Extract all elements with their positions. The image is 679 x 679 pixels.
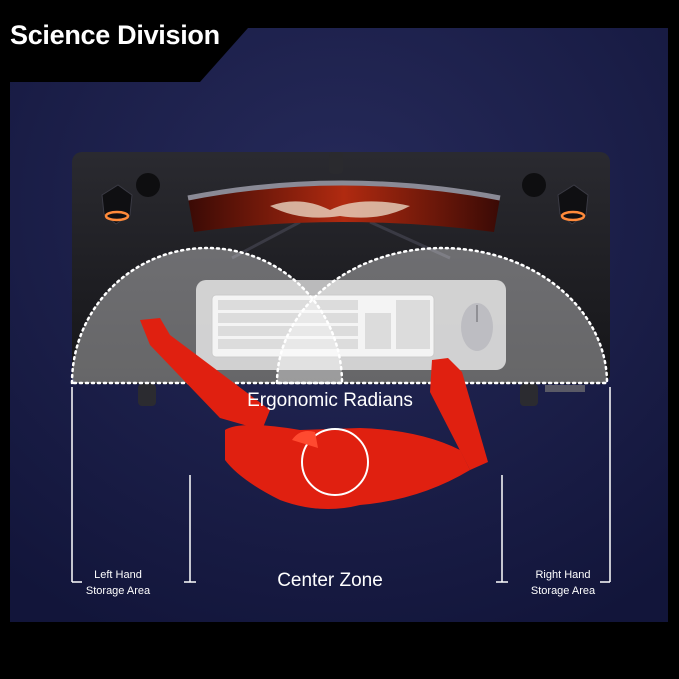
left-storage-line1: Left Hand [94, 569, 142, 581]
seated-person-figure [140, 318, 488, 509]
desk-leg-left [138, 384, 156, 406]
right-reach-zone [275, 246, 609, 385]
right-storage-label: Right Hand Storage Area [515, 567, 611, 599]
page-title: Science Division [10, 20, 220, 50]
keyboard-icon [211, 294, 435, 358]
curved-monitor-icon [187, 152, 501, 260]
right-storage-line1: Right Hand [535, 569, 591, 581]
speaker-right-icon [522, 173, 589, 225]
left-storage-label: Left Hand Storage Area [70, 567, 166, 599]
right-storage-line2: Storage Area [530, 585, 596, 597]
zone-markers [71, 387, 611, 583]
desk-control-panel [545, 385, 585, 392]
mouse-icon [461, 303, 493, 351]
speaker-left-icon [101, 173, 160, 225]
center-zone-label: Center Zone [277, 570, 383, 591]
desk-leg-right [520, 384, 538, 406]
left-storage-line2: Storage Area [85, 585, 151, 597]
left-reach-zone [70, 246, 344, 385]
ergonomic-radians-label: Ergonomic Radians [247, 390, 413, 411]
